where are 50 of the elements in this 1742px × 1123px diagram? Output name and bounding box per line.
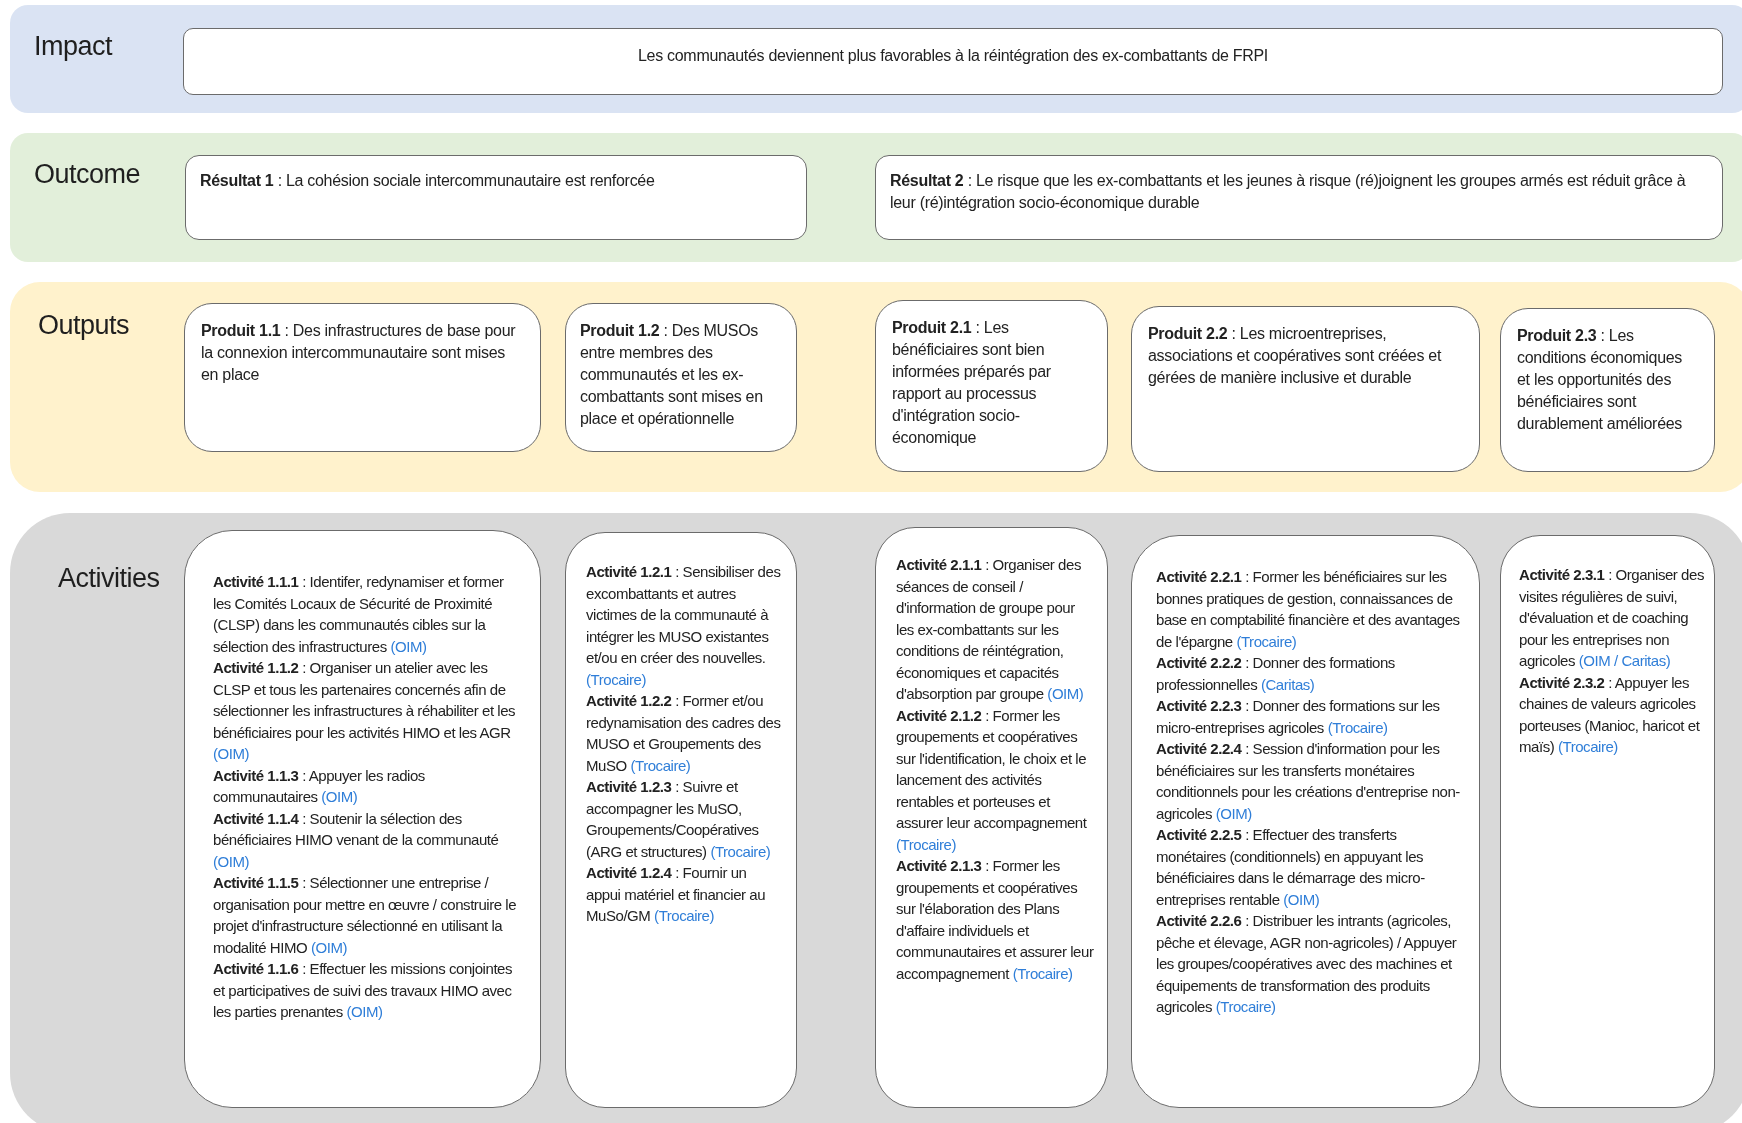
statement-text: Produit 2.1 : Les bénéficiaires sont bien informées préparés par rapport au processus d'intégration socio-économique (892, 318, 1052, 448)
activity-text: Activité 1.1.1 : Identifer, redynamiser et former les Comités Locaux de Sécurité de Proximité (CLSP) dans les communautés cibles sur la sélection des infrastructures (OIM) (213, 572, 505, 657)
activity-box (875, 527, 1108, 1108)
statement-box (183, 28, 1723, 95)
statement-text: Produit 2.2 : Les microentreprises, associations et coopératives sont créées et gérées de manière inclusive et durable (1148, 324, 1443, 388)
activity-text: Activité 1.1.5 : Sélectionner une entreprise / organisation pour mettre en œuvre / construire le projet d'infrastructure sélectionné en utilisant la modalité HIMO (OIM) (213, 873, 518, 958)
activity-box (1500, 535, 1715, 1108)
band-panel (10, 133, 1742, 262)
activity-text: Activité 2.1.2 : Former les groupements et coopératives sur l'identification, le choix et le lancement des activités rentables et porteuses et assurer leur accompagnement (Trocaire) (896, 705, 1088, 855)
activity-text: Activité 1.1.2 : Organiser un atelier avec les CLSP et tous les partenaires concernés afin de sélectionner les infrastructures à réhabiliter et les bénéficiaires pour les activités HIMO et les AGR (OIM) (213, 658, 517, 764)
band-label: Impact (34, 31, 113, 62)
activity-text: Activité 1.2.3 : Suivre et accompagner les MuSO, Groupements/Coopératives (ARG et structures) (Trocaire) (586, 777, 772, 862)
activity-text: Activité 2.3.2 : Appuyer les chaines de valeurs agricoles porteuses (Manioc, haricot et maïs) (Trocaire) (1519, 672, 1701, 757)
band-label: Outcome (34, 159, 141, 190)
activity-text: Activité 1.1.4 : Soutenir la sélection des bénéficiaires HIMO venant de la communauté (OIM) (213, 808, 500, 872)
band-panel (10, 513, 1742, 1123)
statement-text: Produit 1.2 : Des MUSOs entre membres des communautés et les ex-combattants sont mises en place et opérationnelle (580, 321, 764, 429)
activity-text: Activité 2.3.1 : Organiser des visites régulières de suivi, d'évaluation et de coaching pour les entreprises non agricoles (OIM / Caritas) (1519, 565, 1704, 671)
activity-text: Activité 2.1.3 : Former les groupements et coopératives sur l'élaboration des Plans d'affaire individuels et communautaires et assurer leur accompagnement (Trocaire) (896, 856, 1095, 984)
statement-box (184, 303, 541, 452)
statement-box (565, 303, 797, 452)
band-label: Activities (58, 563, 160, 594)
statement-text: Résultat 2 : Le risque que les ex-combattants et les jeunes à risque (ré)joignent les groupes armés est réduit grâce à leur (ré)intégration socio-économique durable (890, 171, 1687, 213)
activity-text: Activité 2.2.1 : Former les bénéficiaires sur les bonnes pratiques de gestion, connaissances de base en comptabilité financière et des avantages de l'épargne (Trocaire) (1156, 567, 1461, 652)
activity-text: Activité 2.1.1 : Organiser des séances de conseil / d'information de groupe pour les ex-combattants sur les conditions de réintégration, économiques et capacités d'absorption par groupe (OIM) (896, 555, 1085, 704)
statement-box (875, 300, 1108, 472)
activity-text: Activité 2.2.4 : Session d'information pour les bénéficiaires sur les transferts monétaires conditionnels pour les créations d'entreprise non-agricoles (OIM) (1156, 739, 1461, 824)
activity-text: Activité 2.2.5 : Effectuer des transferts monétaires (conditionnels) en appuyant les bénéficiaires dans le démarrage des micro-entreprises rentable (OIM) (1156, 825, 1426, 910)
activity-text: Activité 1.2.1 : Sensibiliser des excombattants et autres victimes de la communauté à intégrer les MUSO existantes et/ou en créer des nouvelles. (Trocaire) (586, 562, 782, 690)
activity-text: Activité 2.2.3 : Donner des formations sur les micro-entreprises agricoles (Trocaire) (1156, 696, 1441, 738)
activity-box (184, 530, 541, 1108)
activity-text: Activité 1.2.4 : Fournir un appui matériel et financier au MuSo/GM (Trocaire) (586, 863, 767, 926)
activity-text: Activité 1.2.2 : Former et/ou redynamisation des cadres des MUSO et Groupements des MuSO (Trocaire) (586, 691, 782, 776)
activity-text: Activité 2.2.6 : Distribuer les intrants (agricoles, pêche et élevage, AGR non-agricoles) / Appuyer les groupes/coopératives avec des machines et équipements de transformation des produits agricoles (Trocaire) (1156, 911, 1458, 1017)
activity-text: Activité 1.1.3 : Appuyer les radios communautaires (OIM) (213, 765, 426, 807)
activity-text: Activité 2.2.2 : Donner des formations professionnelles (Caritas) (1156, 653, 1396, 695)
statement-box (185, 155, 807, 240)
statement-text: Les communautés deviennent plus favorables à la réintégration des ex-combattants de FRPI (637, 46, 1269, 66)
activity-box (1131, 535, 1480, 1108)
statement-box (1131, 306, 1480, 472)
statement-box (875, 155, 1723, 240)
band-panel (10, 5, 1742, 113)
statement-box (1500, 308, 1715, 472)
band-label: Outputs (38, 310, 130, 341)
statement-text: Produit 2.3 : Les conditions économiques et les opportunités des bénéficiaires sont durablement améliorées (1517, 326, 1684, 434)
activity-text: Activité 1.1.6 : Effectuer les missions conjointes et participatives de suivi des travaux HIMO avec les parties prenantes (OIM) (213, 959, 514, 1022)
statement-text: Résultat 1 : La cohésion sociale intercommunautaire est renforcée (200, 171, 656, 191)
activity-box (565, 532, 797, 1108)
band-panel (10, 282, 1742, 492)
statement-text: Produit 1.1 : Des infrastructures de base pour la connexion intercommunautaire sont mises en place (201, 321, 517, 385)
